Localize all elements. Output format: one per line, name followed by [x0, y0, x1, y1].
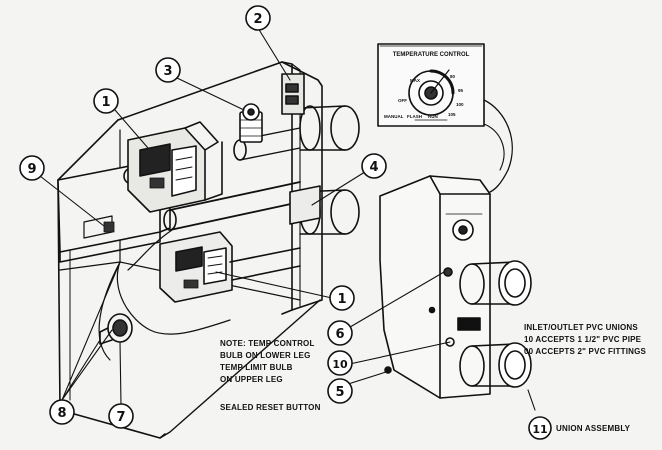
inlet-line-1: INLET/OUTLET PVC UNIONS: [524, 323, 638, 332]
upper-relay: [127, 121, 223, 213]
callout-1-upper: 1: [93, 88, 119, 114]
dial-mark-100: 100: [456, 102, 464, 107]
dial-title: TEMPERATURE CONTROL: [393, 52, 470, 58]
svg-text:3: 3: [163, 64, 172, 79]
svg-text:5: 5: [335, 385, 344, 400]
callout-10: 10: [327, 350, 353, 376]
svg-text:11: 11: [532, 423, 547, 436]
union-assembly-label: UNION ASSEMBLY: [556, 424, 631, 433]
note-line-2: BULB ON LOWER LEG: [220, 351, 311, 360]
svg-text:4: 4: [369, 160, 378, 175]
svg-text:10: 10: [332, 358, 348, 371]
dial-legend-run: RUN: [428, 114, 438, 119]
callout-11: 11: [528, 416, 552, 440]
callout-3: 3: [155, 57, 181, 83]
callouts: 1 2 3 4 9 1 6 10: [19, 5, 552, 440]
component-4: [289, 185, 321, 225]
dial-mark-off: OFF: [398, 98, 407, 103]
inlet-line-2: 10 ACCEPTS 1 1/2" PVC PIPE: [524, 335, 642, 344]
dial-mark-max: MAX: [410, 78, 420, 83]
note-line-4: ON UPPER LEG: [220, 375, 283, 384]
upper-union: [459, 260, 532, 306]
temp-note: NOTE: TEMP CONTROL BULB ON LOWER LEG TEM…: [220, 339, 321, 412]
upper-pipe-fitting: [299, 105, 360, 151]
svg-text:6: 6: [335, 327, 344, 342]
dial-labels: TEMPERATURE CONTROL OFF MAX 80 95 100 10…: [384, 52, 470, 119]
svg-text:9: 9: [27, 162, 36, 177]
wiring: [98, 229, 231, 361]
callout-5: 5: [327, 378, 353, 404]
svg-text:2: 2: [253, 12, 262, 27]
terminal-block: [281, 73, 305, 115]
callout-2: 2: [245, 5, 271, 31]
lower-pipe: [229, 247, 301, 281]
lower-relay: [159, 231, 233, 303]
svg-text:1: 1: [337, 292, 346, 307]
inlet-outlet-note: INLET/OUTLET PVC UNIONS 10 ACCEPTS 1 1/2…: [524, 323, 647, 356]
temperature-control-dial: [377, 43, 513, 193]
callout-8: 8: [49, 399, 75, 425]
inlet-line-3: 00 ACCEPTS 2" PVC FITTINGS: [524, 347, 647, 356]
svg-text:7: 7: [116, 410, 125, 425]
callout-9: 9: [19, 155, 45, 181]
reset-button: [99, 313, 133, 345]
temp-sensor: [239, 103, 263, 143]
note-line-1: NOTE: TEMP CONTROL: [220, 339, 315, 348]
dial-legend-flash: FLASH: [407, 114, 422, 119]
front-unit: [379, 175, 491, 399]
callout-1-lower: 1: [329, 285, 355, 311]
callout-4: 4: [361, 153, 387, 179]
dial-mark-105: 105: [448, 112, 456, 117]
callout-7: 7: [108, 403, 134, 429]
note-line-3: TEMP LIMIT BULB: [220, 363, 293, 372]
svg-text:8: 8: [57, 406, 66, 421]
callout-6: 6: [327, 320, 353, 346]
leader-lines: [39, 27, 536, 411]
reset-button-note: SEALED RESET BUTTON: [220, 403, 321, 412]
dial-mark-80: 80: [450, 74, 456, 79]
dial-mark-95: 95: [458, 88, 464, 93]
dial-legend-manual: MANUAL: [384, 114, 404, 119]
lower-union: [459, 342, 532, 388]
svg-text:1: 1: [101, 95, 110, 110]
